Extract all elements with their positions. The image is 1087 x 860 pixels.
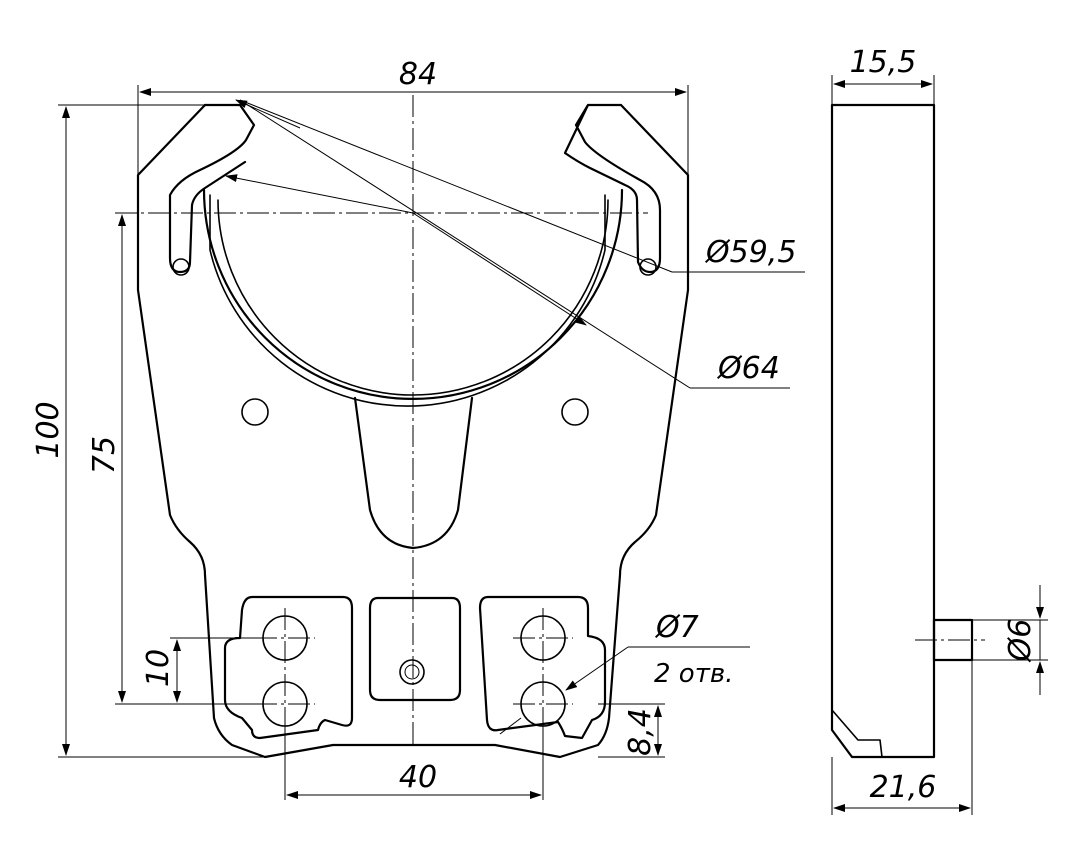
plate-outline-left-tab: [168, 103, 256, 274]
dim-6: Ø6: [1003, 619, 1038, 664]
dim-59-5: Ø59,5: [704, 235, 796, 270]
dim-8-4: 8,4: [623, 708, 658, 756]
pocket-right: [478, 595, 607, 740]
side-chamfer: [831, 709, 883, 758]
dim-75: 75: [87, 436, 122, 474]
pocket-left: [223, 595, 354, 740]
dim-21-6: 21,6: [870, 770, 937, 805]
leader-7: [565, 646, 629, 691]
leader-59-5-a: [239, 99, 673, 273]
dim-84: 84: [399, 57, 437, 92]
bore-groove-arc: [209, 194, 606, 407]
leader-59-5-arrow: [225, 174, 414, 214]
hole-count-note: 2 отв.: [654, 659, 733, 689]
dim-15-5: 15,5: [850, 45, 917, 80]
mount-hole-left: [241, 398, 269, 426]
leader-7-tail: [499, 717, 522, 735]
plate-outline: [136, 103, 690, 759]
mount-hole-right: [561, 398, 589, 426]
dim-64: Ø64: [716, 351, 780, 386]
left-slot-end: [172, 258, 190, 276]
pocket-center: [368, 596, 462, 702]
dim-7: Ø7: [654, 610, 699, 645]
dim-40: 40: [399, 760, 437, 795]
right-slot-end: [639, 258, 657, 276]
front-view: [115, 95, 690, 759]
leader-64-arrow: [412, 212, 587, 326]
tongue-slot: [353, 396, 474, 550]
leader-64-a: [239, 99, 691, 389]
front-dimensions: 84 100 75 10 40 8,4 Ø59,5 Ø64: [31, 57, 805, 800]
side-outline: [830, 103, 936, 759]
side-view: 15,5 21,6 Ø6: [830, 45, 1048, 815]
leader-64-top-arrow: [235, 99, 301, 129]
center-hole: [399, 659, 425, 685]
dim-100: 100: [31, 401, 66, 458]
center-hole-inner: [404, 664, 420, 680]
dim-10: 10: [141, 649, 176, 687]
